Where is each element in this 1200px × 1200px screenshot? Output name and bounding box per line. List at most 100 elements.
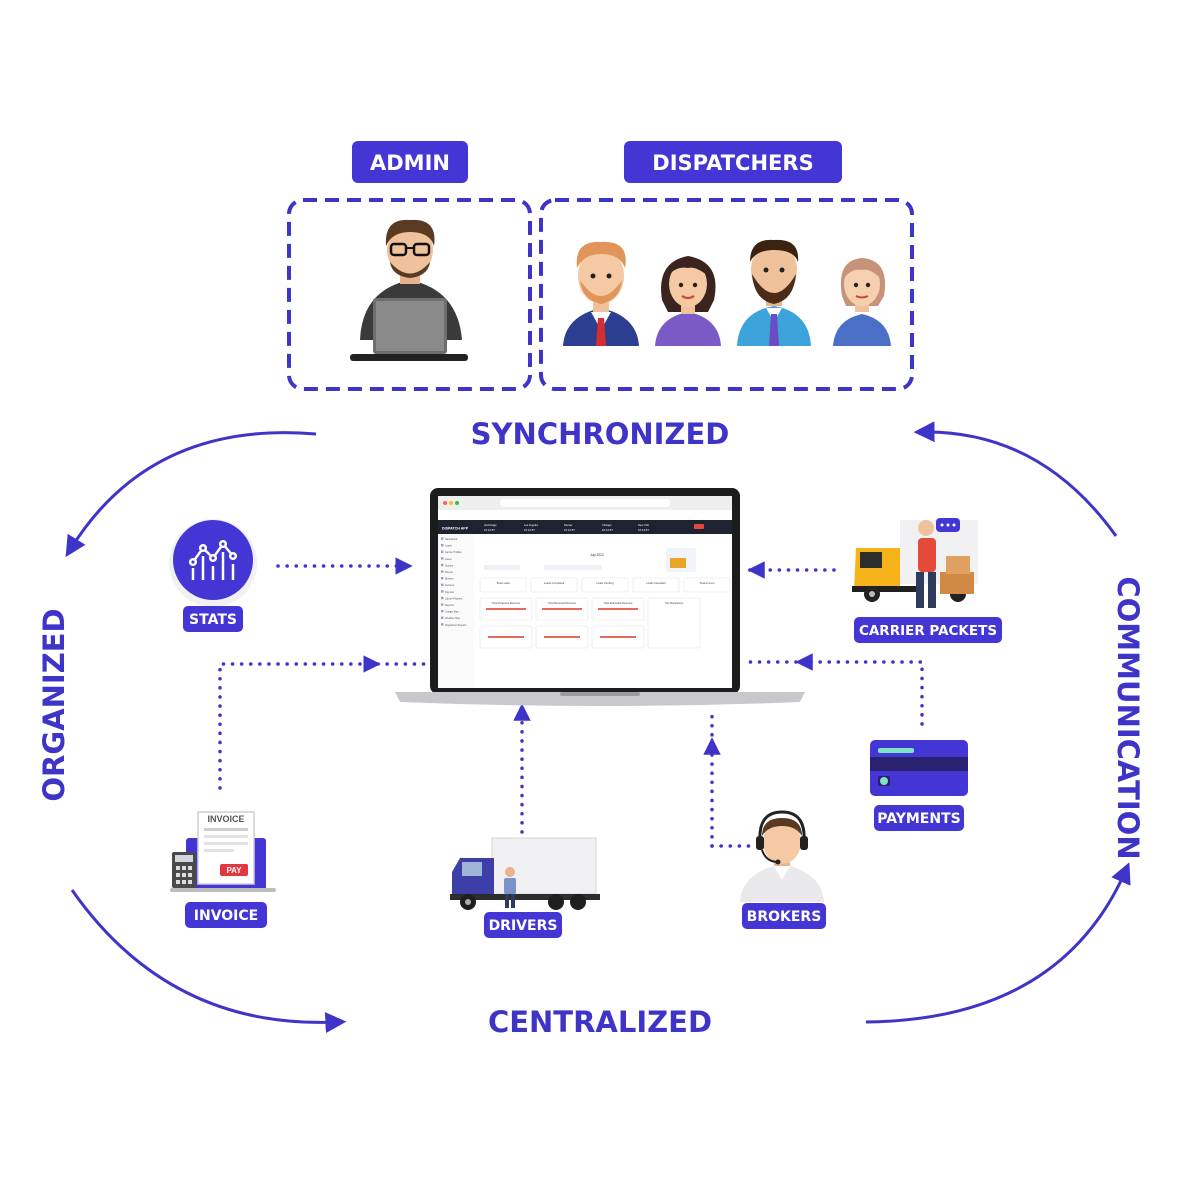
line-chart-icon — [188, 539, 238, 580]
header-stat-city: Denver — [564, 523, 572, 527]
admin-pill: ADMIN — [352, 141, 468, 183]
sidebar-item-icon — [441, 537, 444, 540]
dispatchers-pill: DISPATCHERS — [624, 141, 842, 183]
dispatcher-4-icon — [833, 258, 891, 346]
invoice-doc-title: INVOICE — [207, 814, 244, 824]
stat-card — [530, 577, 578, 593]
header-stat-city: Los Angeles — [524, 523, 539, 527]
metric-card-value-bar — [488, 636, 524, 638]
sidebar-item[interactable]: Quotes — [445, 564, 454, 567]
sidebar-item[interactable]: Loads — [445, 545, 453, 548]
sidebar-item[interactable]: Carrier Packets — [445, 597, 463, 600]
stats-label: STATS — [189, 612, 237, 628]
headset-agent-icon — [740, 810, 824, 902]
sidebar-item[interactable]: Carrier Profiles — [445, 551, 462, 554]
metric-card-label: Total Estimated Revenue — [604, 601, 633, 605]
dispatcher-3-icon — [737, 239, 811, 346]
brokers-node: BROKERS — [740, 810, 826, 929]
payments-node: PAYMENTS — [870, 740, 968, 831]
credit-card-icon — [870, 740, 968, 796]
sidebar-item-icon — [441, 610, 444, 613]
admin-label: ADMIN — [370, 151, 450, 175]
metric-card-value-bar — [544, 636, 580, 638]
sidebar-item[interactable]: Drivers — [445, 571, 454, 574]
metric-card-label: Total Received Revenue — [548, 601, 577, 605]
drivers-label: DRIVERS — [489, 918, 558, 934]
stats-node: STATS — [169, 519, 257, 632]
header-stats: Anchorage 10:12:57 Los Angeles 10:12:57 … — [484, 523, 650, 532]
metric-card-label: Top Dispatchers — [665, 601, 684, 605]
dispatcher-1-icon — [563, 241, 639, 346]
carrier-packets-node: CARRIER PACKETS — [852, 518, 1002, 643]
invoice-node: INVOICE PAY INVOICE — [170, 811, 276, 928]
sidebar-item[interactable]: Brokers — [445, 578, 454, 581]
sidebar-item[interactable]: Dashboard — [445, 538, 458, 541]
sidebar-item-icon — [441, 590, 444, 593]
stat-card — [632, 577, 680, 593]
connectors — [218, 557, 924, 848]
date-label: July 2023 — [590, 553, 604, 557]
arrow-bottom-left — [70, 889, 347, 1034]
sidebar-item[interactable]: Invoices — [445, 584, 455, 587]
metric-card-value-bar — [542, 608, 582, 610]
carrier-packets-label: CARRIER PACKETS — [859, 623, 997, 639]
header-stat-city: Anchorage — [484, 523, 497, 527]
invoice-label: INVOICE — [194, 908, 258, 924]
organized-label: ORGANIZED — [37, 608, 71, 801]
header-stat-time: 10:12:57 — [564, 528, 575, 532]
arrow-bottom-right — [865, 862, 1131, 1024]
admin-with-laptop-icon — [350, 219, 468, 361]
sidebar-item[interactable]: Dispatcher Reports — [445, 624, 467, 627]
sidebar-item-icon — [441, 563, 444, 567]
sidebar-item[interactable]: Weather Map — [445, 617, 461, 620]
stat-card-label: Total Amount — [700, 581, 715, 585]
stat-card — [581, 577, 629, 593]
metric-card-value-bar — [486, 608, 526, 610]
dispatchers-label: DISPATCHERS — [652, 151, 813, 175]
invoice-pay-label: PAY — [226, 866, 242, 875]
sidebar-item-icon — [441, 550, 444, 553]
sidebar-item[interactable]: Reports — [445, 604, 455, 607]
stat-card-label: Total Loads — [496, 581, 510, 585]
stat-card-label: Loads Pending — [596, 581, 614, 585]
metric-card-value-bar — [598, 608, 638, 610]
stat-card-label: Loads Cancelled — [646, 581, 666, 585]
sidebar-item-icon — [441, 557, 444, 560]
header-stat-city: Chicago — [602, 523, 612, 527]
laptop: DISPATCH APP Anchorage 10:12:57 Los Ange… — [395, 488, 805, 706]
sidebar-item[interactable]: Lanes — [445, 558, 453, 561]
stat-cards: Total Loads Loads Completed Loads Pending L… — [479, 577, 731, 593]
truck-icon — [450, 837, 600, 910]
brokers-label: BROKERS — [747, 909, 822, 925]
delivery-truck-icon — [852, 518, 978, 608]
communication-label: COMMUNICATION — [1111, 576, 1145, 859]
payments-label: PAYMENTS — [877, 811, 960, 827]
dispatcher-2-icon — [655, 256, 721, 346]
drivers-node: DRIVERS — [450, 837, 600, 938]
sidebar-item-icon — [441, 603, 444, 606]
sidebar-item-icon — [441, 544, 444, 547]
admin-box — [287, 198, 532, 391]
sidebar-item-icon — [441, 623, 444, 626]
sidebar-item-icon — [441, 577, 444, 580]
header-stat-time: 10:12:57 — [524, 528, 535, 532]
app-name: DISPATCH APP — [442, 527, 469, 531]
stat-card — [479, 577, 527, 593]
arrow-top-right — [913, 421, 1118, 537]
sidebar-item-icon — [441, 570, 444, 573]
sidebar-item-icon — [441, 616, 444, 619]
invoice-icon: INVOICE PAY — [170, 811, 276, 892]
arrow-top-left — [65, 431, 317, 558]
sidebar-item[interactable]: Google Map — [445, 611, 459, 614]
sidebar-item-icon — [441, 596, 444, 600]
header-stat-city: New York — [638, 523, 650, 527]
stat-card-label: Loads Completed — [544, 581, 565, 585]
sidebar-item[interactable]: Payouts — [445, 591, 455, 594]
metric-card-value-bar — [600, 636, 636, 638]
header-stat-time: 10:12:57 — [484, 528, 495, 532]
stat-card — [683, 577, 731, 593]
header-stat-time: 10:12:57 — [602, 528, 613, 532]
